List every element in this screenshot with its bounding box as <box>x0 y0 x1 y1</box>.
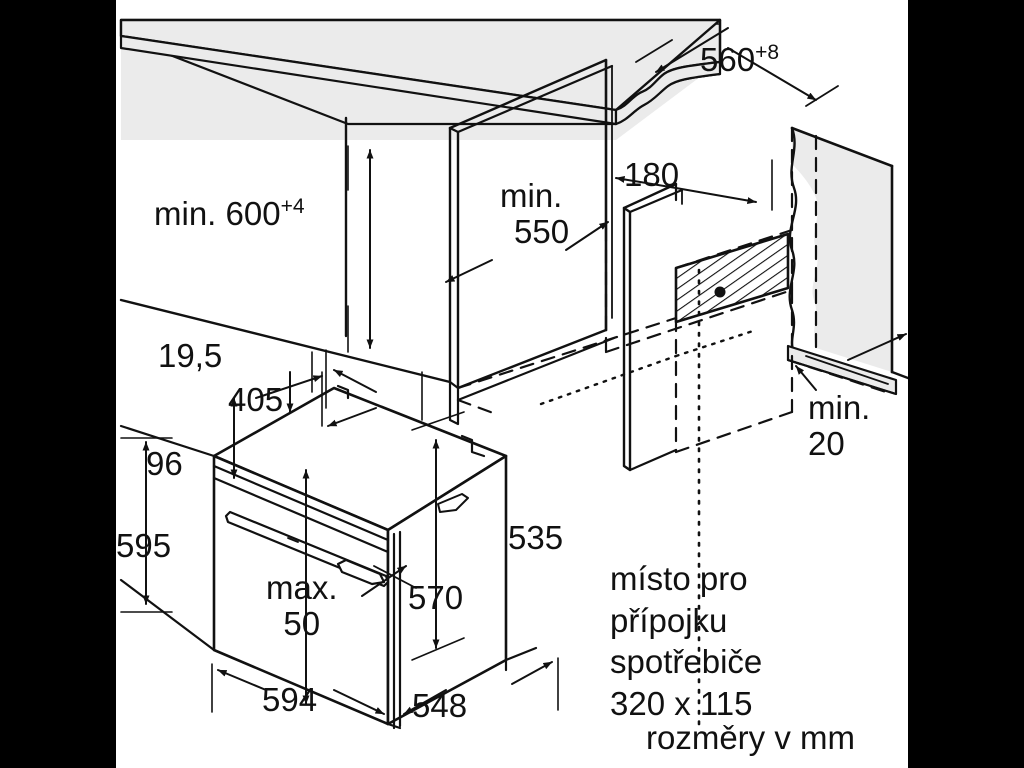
dotted-hidden-edges <box>539 328 758 406</box>
rear-wall-panel <box>786 126 908 396</box>
drawing-canvas: min. 600+4 min.550 560+8 180 min.20 19,5… <box>116 0 908 768</box>
dim-value-rear-clearance: 20 <box>808 424 845 462</box>
oven-appliance <box>212 384 508 730</box>
dim-prefix-rear-clearance: min. <box>808 389 871 426</box>
niche-right-front-board <box>622 182 684 472</box>
dim-label-appliance-height: 595 <box>116 527 172 564</box>
dim-label-door-gap: max.50 <box>266 570 338 641</box>
cabinet-niche <box>119 58 616 426</box>
dim-value-niche-depth: 560 <box>700 41 756 78</box>
letterbox-bar-left <box>0 0 116 768</box>
dim-label-rear-clearance: min.20 <box>808 390 870 461</box>
dim-label-niche-width: min.550 <box>500 178 569 249</box>
dim-value-niche-width: 550 <box>514 212 570 250</box>
dim-value-door-gap: 50 <box>283 604 321 642</box>
oven-reference-lines <box>119 424 538 662</box>
dim-label-control-height: 96 <box>146 445 183 482</box>
dim-tol-niche-depth: +8 <box>755 41 780 64</box>
connection-note-line-3: spotřebiče <box>610 643 763 681</box>
dim-tol-niche-height: +4 <box>280 195 305 218</box>
dim-prefix-door-gap: max. <box>266 569 338 606</box>
connection-note-line-1: místo pro <box>610 560 748 597</box>
dim-label-niche-height: min. 600+4 <box>154 195 305 232</box>
connection-note-line-2: přípojku <box>610 601 728 639</box>
dim-label-appliance-depth: 548 <box>412 687 468 724</box>
worktop-slab <box>119 18 722 140</box>
dim-value-niche-height: 600 <box>225 195 281 232</box>
dim-label-front-trim: 19,5 <box>158 337 223 374</box>
dim-label-body-height: 570 <box>408 579 464 616</box>
dim-prefix-niche-height: min. <box>154 195 217 232</box>
dimension-lines <box>120 27 907 715</box>
dim-label-socket-offset: 180 <box>624 156 680 193</box>
dim-prefix-niche-width: min. <box>500 177 563 214</box>
letterbox-bar-right <box>908 0 1024 768</box>
units-note: rozměry v mm <box>646 719 855 756</box>
dim-label-niche-depth: 560+8 <box>700 41 780 78</box>
dim-label-top-panel-width: 405 <box>228 381 284 418</box>
dim-label-appliance-width: 594 <box>262 681 318 718</box>
connection-box-hatched <box>674 232 790 324</box>
connection-note-line-4: 320 x 115 <box>610 684 753 722</box>
hidden-edges <box>456 126 894 454</box>
dim-label-body-depth-side: 535 <box>508 519 564 556</box>
installation-line-drawing <box>119 18 908 732</box>
